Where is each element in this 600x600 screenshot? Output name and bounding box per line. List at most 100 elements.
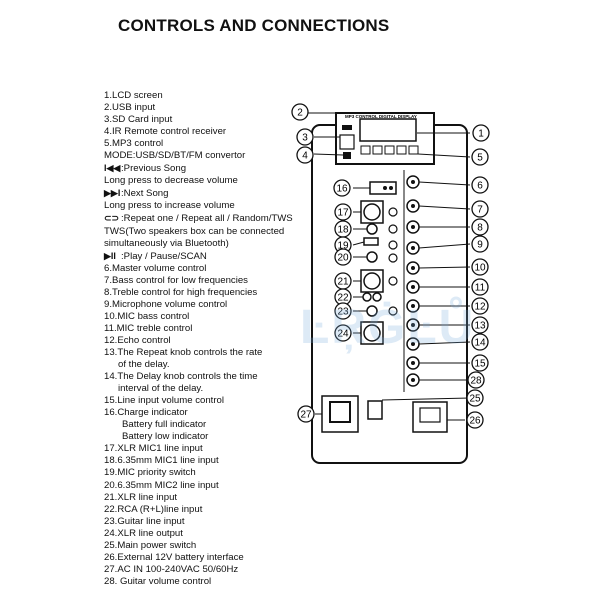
repeat-icon: ⊂⊃	[104, 213, 120, 224]
list-item: 2.USB input	[104, 102, 156, 114]
callout-number-9: 9	[477, 240, 483, 251]
callout-circle-7	[471, 200, 489, 218]
callout-circle-23	[334, 302, 352, 320]
callout-number-22: 22	[337, 293, 349, 304]
callout-circle-3	[296, 128, 314, 146]
list-item: Long press to decrease volume	[104, 175, 238, 187]
next-button	[384, 145, 395, 155]
controls-list: 1.LCD screen 2.USB input 3.SD Card input…	[104, 90, 309, 588]
usb-port	[342, 125, 352, 130]
callout-circle-2	[291, 103, 309, 121]
callout-circle-26	[466, 411, 484, 429]
list-item: 23.Guitar line input	[104, 515, 185, 527]
repeat-button	[396, 145, 407, 155]
rca-left	[362, 292, 372, 302]
list-item: 14.The Delay knob controls the time	[104, 371, 258, 383]
ir-receiver	[343, 152, 351, 159]
list-item: 3.SD Card input	[104, 114, 173, 126]
list-item: 19.MIC priority switch	[104, 467, 196, 479]
callout-circle-4	[296, 146, 314, 164]
list-item-previous: I◀◀:Previous Song	[104, 163, 187, 175]
list-item: 11.MIC treble control	[104, 322, 193, 334]
list-item: 17.XLR MIC1 line input	[104, 443, 203, 455]
list-item: 16.Charge indicator	[104, 407, 188, 419]
callout-number-7: 7	[477, 205, 483, 216]
list-item: 18.6.35mm MIC1 line input	[104, 455, 219, 467]
led-low	[389, 186, 393, 190]
rca-right	[372, 292, 382, 302]
sd-slot	[339, 134, 355, 150]
list-item: 20.6.35mm MIC2 line input	[104, 479, 219, 491]
callout-number-24: 24	[337, 329, 349, 340]
list-item: 5.MP3 control	[104, 138, 164, 150]
callout-number-8: 8	[477, 223, 483, 234]
callout-circle-10	[471, 258, 489, 276]
small-jacks	[388, 207, 398, 316]
power-switch	[367, 400, 383, 420]
callout-number-19: 19	[337, 241, 349, 252]
callout-circle-28	[467, 371, 485, 389]
callout-number-12: 12	[474, 302, 486, 313]
callout-number-28: 28	[470, 376, 482, 387]
callout-circle-25	[466, 389, 484, 407]
callout-number-2: 2	[297, 108, 303, 119]
list-item: 13.The Repeat knob controls the rate	[104, 346, 263, 358]
list-item: 12.Echo control	[104, 334, 171, 346]
callout-circle-17	[334, 203, 352, 221]
callout-number-18: 18	[337, 225, 349, 236]
callout-number-13: 13	[474, 321, 486, 332]
list-item: 24.XLR line output	[104, 527, 183, 539]
xlr-mic1-jack	[363, 203, 381, 221]
callout-circle-9	[471, 235, 489, 253]
play-pause-icon: ▶II	[104, 250, 116, 261]
xlr-line-jack	[363, 272, 381, 290]
callout-number-26: 26	[469, 416, 481, 427]
list-item: 6.Master volume control	[104, 262, 207, 274]
callout-circle-6	[471, 176, 489, 194]
callout-number-6: 6	[477, 181, 483, 192]
callout-number-17: 17	[337, 208, 349, 219]
callout-number-5: 5	[477, 153, 483, 164]
xlr-out-jack	[363, 324, 381, 342]
callout-number-11: 11	[475, 283, 486, 294]
callout-circle-12	[471, 297, 489, 315]
led-full	[383, 186, 387, 190]
play-button	[408, 145, 419, 155]
list-item: simultaneously via Bluetooth)	[104, 237, 229, 249]
list-item: 26.External 12V battery interface	[104, 551, 244, 563]
previous-icon: I◀◀	[104, 163, 121, 174]
list-item: 25.Main power switch	[104, 539, 197, 551]
callout-number-3: 3	[302, 133, 308, 144]
list-item: Battery low indicator	[122, 431, 209, 443]
callout-number-20: 20	[337, 253, 349, 264]
list-item: 28. Guitar volume control	[104, 575, 212, 587]
list-item-repeat: ⊂⊃:Repeat one / Repeat all / Random/TWS	[104, 213, 293, 225]
list-item-next: ▶▶I:Next Song	[104, 188, 169, 200]
callout-number-1: 1	[478, 129, 484, 140]
callout-number-16: 16	[336, 184, 348, 195]
callout-number-25: 25	[469, 394, 481, 405]
callout-circle-8	[471, 218, 489, 236]
battery-port-frame	[412, 401, 448, 433]
callout-circle-15	[471, 354, 489, 372]
list-item: 10.MIC bass control	[104, 310, 190, 322]
callout-number-21: 21	[337, 277, 349, 288]
list-item: 22.RCA (R+L)line input	[104, 503, 203, 515]
list-item: of the delay.	[118, 359, 170, 371]
callout-number-27: 27	[300, 410, 312, 421]
list-item: 27.AC IN 100-240VAC 50/60Hz	[104, 563, 239, 575]
page-title: CONTROLS AND CONNECTIONS	[118, 16, 390, 35]
callout-circle-16	[333, 179, 351, 197]
list-item: interval of the delay.	[118, 383, 204, 395]
list-item: 21.XLR line input	[104, 491, 178, 503]
callout-circle-5	[471, 148, 489, 166]
mode-button	[360, 145, 371, 155]
next-icon: ▶▶I	[104, 188, 121, 199]
list-item: TWS(Two speakers box can be connected	[104, 225, 285, 237]
mp3-module-label: MP3 CONTROL DIGITAL DISPLAY	[345, 114, 417, 119]
callout-number-15: 15	[474, 359, 486, 370]
battery-port	[419, 407, 441, 423]
callout-circle-27	[297, 405, 315, 423]
list-item: MODE:USB/SD/BT/FM convertor	[104, 150, 246, 162]
